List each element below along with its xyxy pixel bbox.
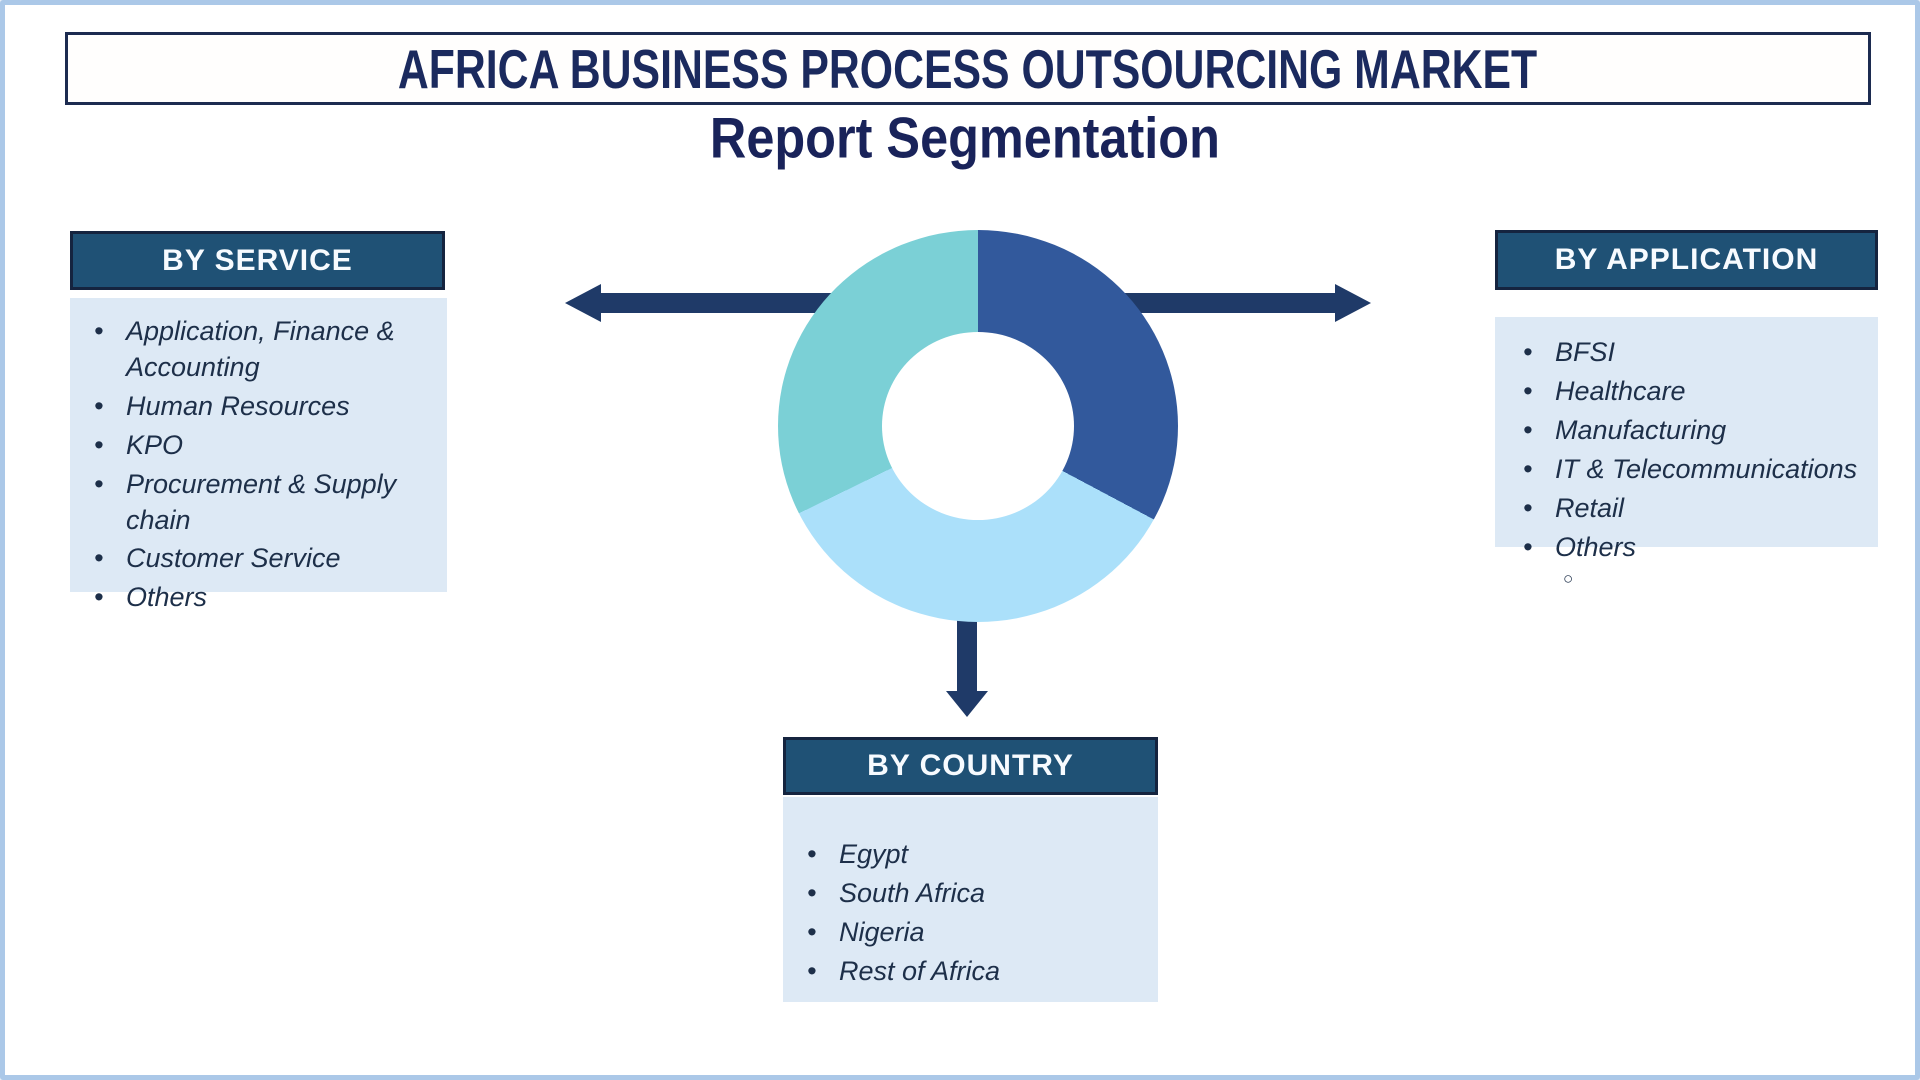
list-item-label: Human Resources: [126, 390, 350, 421]
list-item: ○: [1563, 568, 1872, 591]
list-item-label: Retail: [1555, 492, 1625, 523]
panel-by-service-title: BY SERVICE: [162, 243, 353, 277]
bullet-icon: •: [1523, 492, 1533, 523]
bullet-icon: •: [1523, 531, 1533, 562]
bullet-icon: •: [807, 955, 817, 986]
panel-by-service-header: BY SERVICE: [70, 231, 445, 290]
bullet-icon: •: [807, 877, 817, 908]
list-item-label: Rest of Africa: [839, 955, 1001, 986]
bullet-icon: •: [94, 390, 104, 421]
panel-by-country-title: BY COUNTRY: [867, 749, 1074, 782]
panel-by-application-title: BY APPLICATION: [1554, 243, 1819, 276]
bullet-icon: •: [1523, 453, 1533, 484]
list-item: • Others: [1523, 530, 1872, 566]
donut-chart: [778, 230, 1178, 622]
list-item: • Human Resources: [94, 389, 437, 425]
list-item-label: KPO: [126, 429, 184, 460]
application-list: • BFSI • Healthcare • Manufacturing • IT & Tele…: [1523, 335, 1872, 591]
report-subtitle: Report Segmentation: [709, 107, 1221, 171]
main-title-box: AFRICA BUSINESS PROCESS OUTSOURCING MARK…: [65, 32, 1871, 105]
list-item-label: Manufacturing: [1555, 414, 1727, 445]
panel-by-service-body: • Application, Finance & Accounting • Human…: [70, 298, 447, 612]
list-item: • Manufacturing: [1523, 413, 1872, 449]
list-item-label: Others: [126, 582, 208, 613]
panel-by-country: BY COUNTRY • Egypt • South Africa • Nigeria • R…: [783, 737, 1158, 1002]
panel-by-country-body: • Egypt • South Africa • Nigeria • Rest of Afri…: [783, 797, 1158, 1002]
list-item: • Healthcare: [1523, 374, 1872, 410]
service-list: • Application, Finance & Accounting • Human…: [94, 314, 437, 616]
list-item-label: BFSI: [1555, 337, 1616, 367]
panel-by-application-header: BY APPLICATION: [1495, 230, 1878, 290]
bullet-icon: •: [1523, 414, 1533, 445]
right-arrow-head: [1335, 284, 1371, 322]
list-item-label: Others: [1555, 531, 1637, 562]
bullet-icon: •: [807, 839, 817, 869]
bullet-icon: •: [94, 468, 104, 499]
down-arrow-head: [946, 691, 988, 717]
list-item-label: Application, Finance & Accounting: [126, 316, 395, 382]
down-arrow-shaft: [957, 603, 977, 693]
list-item: • BFSI: [1523, 335, 1872, 371]
list-item-label: Customer Service: [126, 543, 341, 574]
list-item-label: South Africa: [839, 877, 986, 908]
right-arrow-shaft: [1115, 293, 1335, 313]
list-item: • Procurement & Supply chain: [94, 467, 437, 539]
list-item: • South Africa: [807, 876, 1148, 912]
list-item-label: Egypt: [839, 839, 909, 869]
list-item: • Others: [94, 580, 437, 616]
hollow-bullet-icon: ○: [1563, 569, 1574, 589]
main-title: AFRICA BUSINESS PROCESS OUTSOURCING MARK…: [398, 37, 1538, 100]
panel-by-application: BY APPLICATION • BFSI • Healthcare • Manufact…: [1495, 230, 1878, 588]
list-item: • Rest of Africa: [807, 954, 1148, 990]
donut-chart-hole: [882, 332, 1074, 520]
bullet-icon: •: [1523, 337, 1533, 367]
list-item: • Application, Finance & Accounting: [94, 314, 437, 386]
list-item: • Nigeria: [807, 915, 1148, 951]
left-arrow-head: [565, 284, 601, 322]
list-item: • Retail: [1523, 491, 1872, 527]
panel-by-service: BY SERVICE • Application, Finance & Accou…: [70, 231, 447, 612]
list-item-label: Nigeria: [839, 916, 925, 947]
list-item: • IT & Telecommunications: [1523, 452, 1872, 488]
panel-by-country-header: BY COUNTRY: [783, 737, 1158, 795]
bullet-icon: •: [94, 582, 104, 613]
bullet-icon: •: [807, 916, 817, 947]
country-list: • Egypt • South Africa • Nigeria • Rest of Afri…: [807, 837, 1148, 990]
list-item: • KPO: [94, 428, 437, 464]
bullet-icon: •: [1523, 375, 1533, 406]
left-arrow-shaft: [601, 293, 841, 313]
list-item-label: Procurement & Supply chain: [126, 468, 397, 535]
list-item-label: IT & Telecommunications: [1555, 453, 1858, 484]
list-item: • Egypt: [807, 837, 1148, 873]
panel-by-application-body: • BFSI • Healthcare • Manufacturing • IT & Tele…: [1495, 317, 1878, 588]
bullet-icon: •: [94, 316, 104, 346]
bullet-icon: •: [94, 429, 104, 460]
list-item-label: Healthcare: [1555, 375, 1686, 406]
bullet-icon: •: [94, 543, 104, 574]
list-item: • Customer Service: [94, 541, 437, 577]
